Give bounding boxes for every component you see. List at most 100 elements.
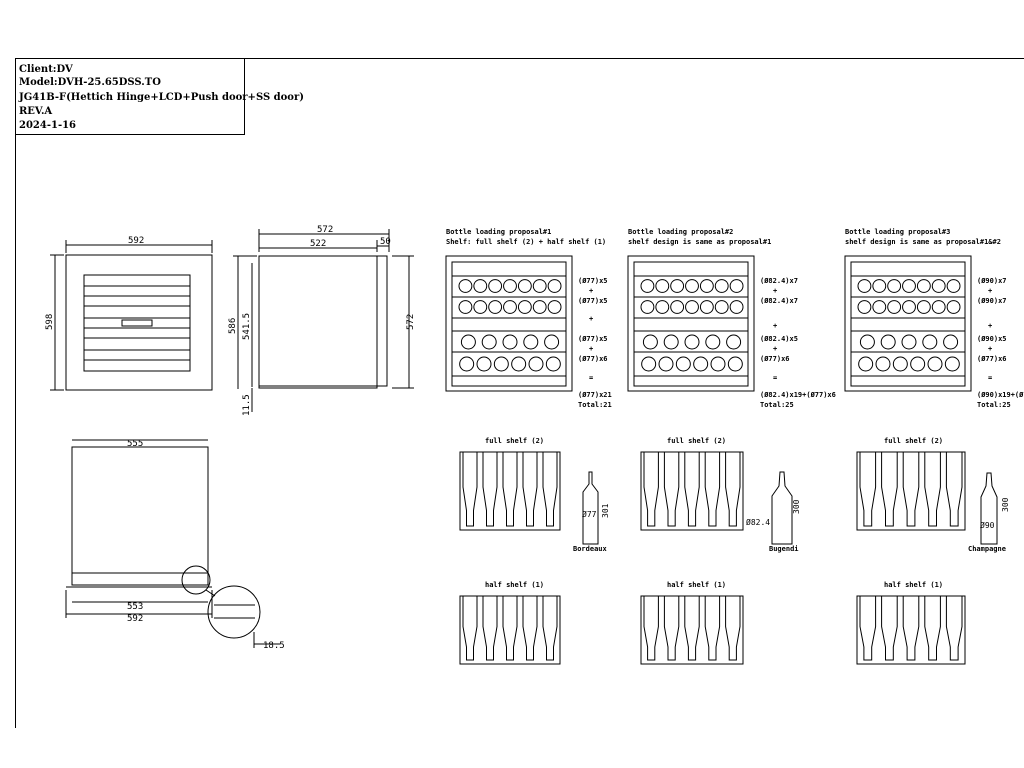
bottle-end-circle — [493, 356, 509, 372]
dim-detail: 18.5 — [263, 641, 285, 651]
bottle-end-circle — [641, 356, 657, 372]
bottle-end-circle — [503, 300, 517, 314]
bottle-end-circle — [547, 279, 562, 293]
p2-label-4: (Ø77)x6 — [760, 355, 790, 363]
p3-plus-2: + — [988, 322, 992, 330]
dim-front-width: 592 — [128, 236, 144, 246]
bottle-end-circle — [517, 279, 532, 293]
bottle-end-circle — [931, 279, 946, 293]
bottle-end-circle — [503, 279, 517, 293]
bottle-end-circle — [946, 300, 961, 314]
dim-side-inner: 522 — [310, 239, 326, 249]
bordeaux-bottle — [582, 471, 599, 545]
bottle-end-circle — [927, 356, 943, 372]
dim-side-height3: 572 — [406, 314, 416, 330]
bottle-end-circle — [655, 279, 670, 293]
bottle-end-circle — [532, 279, 547, 293]
dim-side-door: 50 — [380, 237, 391, 247]
dim-side-height1: 586 — [228, 318, 238, 334]
bottle-end-circle — [858, 356, 874, 372]
bottle-end-circle — [872, 279, 887, 293]
bottle-end-circle — [473, 300, 488, 314]
dim-top-b2: 592 — [127, 614, 143, 624]
bottle-name-bordeaux: Bordeaux — [573, 545, 608, 553]
bottle-end-circle — [670, 279, 685, 293]
proposal-2-title: Bottle loading proposal#2 — [628, 228, 733, 236]
shelf-full-label-1: full shelf (2) — [485, 437, 544, 445]
bottle-end-circle — [699, 279, 714, 293]
bottle-dia-bordeaux: Ø77 — [582, 509, 597, 519]
proposal-3-fridge — [844, 255, 972, 392]
bottle-end-circle — [726, 334, 742, 350]
p2-plus-3: + — [773, 345, 777, 353]
bottle-end-circle — [714, 279, 729, 293]
shelf-drawings — [459, 451, 966, 665]
champagne-bottle — [980, 472, 998, 545]
title-model: Model:DVH-25.65DSS.TO — [19, 77, 161, 88]
title-block — [15, 58, 245, 135]
bottle-end-circle — [901, 334, 917, 350]
full-shelf-1 — [459, 451, 561, 531]
bottle-end-circle — [887, 279, 902, 293]
bottle-end-circle — [640, 300, 655, 314]
bottle-end-circle — [892, 356, 908, 372]
p2-label-1: (Ø82.4)x7 — [760, 277, 798, 285]
bottle-end-circle — [685, 300, 699, 314]
bottle-end-circle — [655, 300, 670, 314]
bottle-end-circle — [693, 356, 709, 372]
p1-sum: (Ø77)x21 — [578, 391, 612, 399]
title-rev: REV.A — [19, 106, 53, 117]
bottle-end-circle — [511, 356, 527, 372]
bottle-h-bugendi: 300 — [792, 499, 801, 514]
p2-equals: = — [773, 374, 777, 382]
half-shelf-2 — [640, 595, 744, 665]
p2-sum: (Ø82.4)x19+(Ø77)x6 — [760, 391, 836, 399]
bottle-end-circle — [528, 356, 544, 372]
bottle-end-circle — [517, 300, 532, 314]
dim-side-height2: 541.5 — [242, 313, 252, 340]
bottle-end-circle — [640, 279, 655, 293]
bottle-end-circle — [488, 279, 503, 293]
bottle-end-circle — [684, 334, 700, 350]
bugendi-bottle — [771, 471, 793, 545]
side-view — [233, 229, 414, 412]
bottle-end-circle — [675, 356, 691, 372]
full-shelf-2 — [640, 451, 744, 531]
top-view — [65, 439, 280, 648]
bottle-end-circle — [459, 356, 475, 372]
proposal-1-fridge — [445, 255, 573, 392]
bottle-end-circle — [910, 356, 926, 372]
bottle-end-circle — [859, 334, 875, 350]
bottle-end-circle — [729, 300, 744, 314]
shelf-half-label-2: half shelf (1) — [667, 581, 726, 589]
proposal-3-subtitle: shelf design is same as proposal#1&#2 — [845, 238, 1001, 246]
sheet-frame-left — [15, 58, 16, 728]
bottle-end-circle — [699, 300, 714, 314]
bottle-end-circle — [714, 300, 729, 314]
bottle-end-circle — [460, 334, 476, 350]
dim-side-depth: 572 — [317, 225, 333, 235]
p3-plus-1: + — [988, 287, 992, 295]
bottle-end-circle — [481, 334, 497, 350]
bottle-end-circle — [547, 300, 562, 314]
dim-front-height: 598 — [45, 314, 55, 330]
bottle-end-circle — [916, 300, 931, 314]
bottle-dia-bugendi: Ø82.4 — [746, 517, 770, 527]
bottle-end-circle — [922, 334, 938, 350]
bottle-end-circle — [857, 300, 872, 314]
bottle-end-circle — [670, 300, 685, 314]
bottle-end-circle — [705, 334, 721, 350]
bottle-end-circle — [875, 356, 891, 372]
p1-label-3: (Ø77)x5 — [578, 335, 608, 343]
proposal-1-title: Bottle loading proposal#1 — [446, 228, 551, 236]
bottle-end-circle — [473, 279, 488, 293]
bottle-end-circle — [658, 356, 674, 372]
bottle-end-circle — [916, 279, 931, 293]
bottle-circles — [458, 279, 961, 372]
shelf-full-label-2: full shelf (2) — [667, 437, 726, 445]
sheet-frame-top — [15, 58, 1024, 59]
proposal-1-subtitle: Shelf: full shelf (2) + half shelf (1) — [446, 238, 606, 246]
p3-label-2: (Ø90)x7 — [977, 297, 1007, 305]
bottle-end-circle — [943, 334, 959, 350]
